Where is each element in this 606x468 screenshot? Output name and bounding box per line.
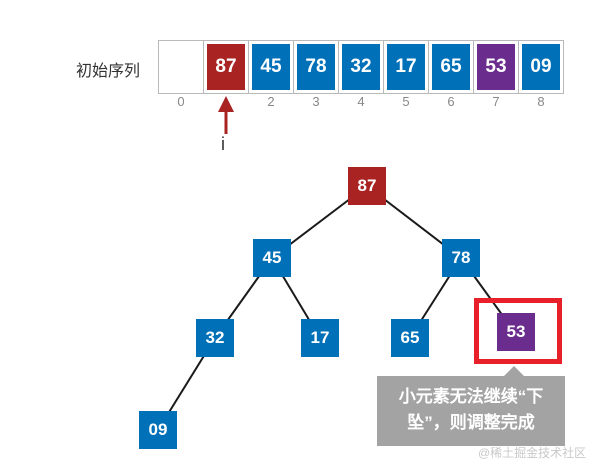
tree-node-53: 53: [497, 313, 535, 351]
array-cell-7: 53: [473, 40, 519, 94]
array-cell-3: 78: [293, 40, 339, 94]
tree-node-32: 32: [196, 319, 234, 357]
tree-node-78: 78: [442, 239, 480, 277]
index-label-3: 3: [312, 94, 320, 109]
array-cell-8: 09: [518, 40, 564, 94]
tree-node-17: 17: [301, 319, 339, 357]
index-label-8: 8: [537, 94, 545, 109]
index-label-7: 7: [492, 94, 500, 109]
array-cell-2: 45: [248, 40, 294, 94]
watermark: @稀土掘金技术社区: [478, 446, 587, 460]
tree-node-45: 45: [253, 239, 291, 277]
index-label-6: 6: [447, 94, 455, 109]
array-box-3: 78: [297, 44, 335, 90]
array-box-7: 53: [477, 44, 515, 90]
array-box-5: 17: [387, 44, 425, 90]
index-label-0: 0: [177, 94, 185, 109]
highlight-frame: [474, 298, 562, 364]
tree-node-09: 09: [139, 411, 177, 449]
index-label-5: 5: [402, 94, 410, 109]
array-box-1: 87: [207, 44, 245, 90]
array-cell-6: 65: [428, 40, 474, 94]
index-label-4: 4: [357, 94, 365, 109]
pointer-label: i: [221, 134, 225, 154]
callout-box: 小元素无法继续“下 坠”，则调整完成: [377, 376, 565, 446]
array-box-2: 45: [252, 44, 290, 90]
array-cell-5: 17: [383, 40, 429, 94]
array-row: 87 45 78 32 17 65 53 09: [158, 40, 564, 94]
callout-line-1: 小元素无法继续“下: [398, 387, 544, 406]
array-cell-1: 87: [203, 40, 249, 94]
row-label: 初始序列: [76, 63, 141, 80]
array-cell-4: 32: [338, 40, 384, 94]
index-label-2: 2: [267, 94, 275, 109]
tree-node-65: 65: [391, 319, 429, 357]
callout-arrow: [504, 366, 524, 376]
array-box-6: 65: [432, 44, 470, 90]
array-box-8: 09: [522, 44, 560, 90]
pointer-arrow: [218, 96, 234, 134]
tree-node-87: 87: [348, 167, 386, 205]
callout-line-2: 坠”，则调整完成: [407, 413, 535, 432]
array-box-4: 32: [342, 44, 380, 90]
